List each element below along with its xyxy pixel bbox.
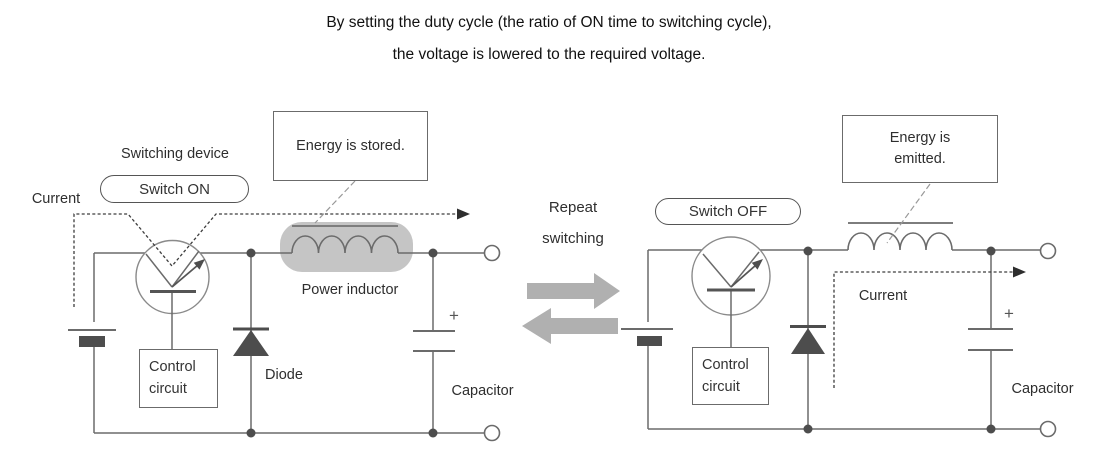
title-line-1: By setting the duty cycle (the ratio of … [326, 14, 772, 31]
power-inductor-icon [847, 222, 953, 251]
arrow-right-icon [527, 273, 620, 309]
switch-off-pill: Switch OFF [655, 198, 801, 225]
current-arrowhead-icon [457, 208, 470, 220]
repeat-label-line1: Repeat [548, 199, 598, 216]
junction-dot [803, 424, 813, 434]
capacitor-icon [968, 328, 1013, 351]
energy-stored-callout: Energy is stored. [273, 111, 428, 181]
title-line-2: the voltage is lowered to the required v… [392, 46, 706, 63]
junction-dot [246, 248, 256, 258]
junction-dot [428, 428, 438, 438]
output-terminal [1039, 242, 1057, 260]
junction-dot [803, 246, 813, 256]
transistor-icon [691, 236, 771, 347]
control-box-line2: circuit [149, 381, 187, 397]
power-inductor-icon [291, 225, 399, 254]
output-terminal [483, 244, 501, 262]
control-circuit-box-left: Control circuit [139, 349, 218, 408]
power-inductor-label: Power inductor [301, 282, 399, 298]
right-circuit [621, 183, 1057, 438]
capacitor-label-right: Capacitor [1011, 381, 1074, 397]
output-terminal [483, 424, 501, 442]
repeat-label-line2: switching [542, 230, 604, 247]
callout-pointer-line [314, 180, 356, 224]
capacitor-plus-left: + [449, 306, 459, 325]
current-path-dashed [73, 213, 460, 307]
left-circuit [68, 180, 501, 442]
battery-icon [68, 329, 116, 347]
capacitor-plus-right: + [1004, 304, 1014, 323]
current-label-left: Current [31, 191, 81, 207]
junction-dot [246, 428, 256, 438]
emitter-arrow-icon [193, 259, 205, 270]
emitter-arrow-icon [751, 259, 763, 270]
switching-device-label: Switching device [121, 146, 229, 162]
diode-label: Diode [265, 367, 303, 383]
current-label-right: Current [858, 288, 908, 304]
energy-emitted-line2: emitted. [894, 151, 946, 167]
output-terminal [1039, 420, 1057, 438]
current-arrowhead-icon [1013, 266, 1026, 278]
control-box-line1: Control [702, 357, 749, 373]
junction-dot [428, 248, 438, 258]
diode-icon [233, 327, 269, 356]
energy-emitted-callout: Energy is emitted. [842, 115, 998, 183]
arrow-left-icon [522, 308, 618, 344]
diode-icon [790, 325, 826, 354]
energy-emitted-line1: Energy is [889, 130, 951, 146]
capacitor-label-left: Capacitor [451, 383, 514, 399]
junction-dot [986, 246, 996, 256]
control-box-line2: circuit [702, 379, 740, 395]
control-box-line1: Control [149, 359, 196, 375]
capacitor-icon [413, 330, 455, 352]
current-path-dashed [833, 271, 1016, 388]
battery-icon [621, 328, 673, 346]
switch-on-pill: Switch ON [100, 175, 249, 203]
junction-dot [986, 424, 996, 434]
repeat-arrows [522, 273, 620, 344]
control-circuit-box-right: Control circuit [692, 347, 769, 405]
transistor-icon [135, 239, 210, 349]
callout-pointer-line [886, 183, 931, 244]
